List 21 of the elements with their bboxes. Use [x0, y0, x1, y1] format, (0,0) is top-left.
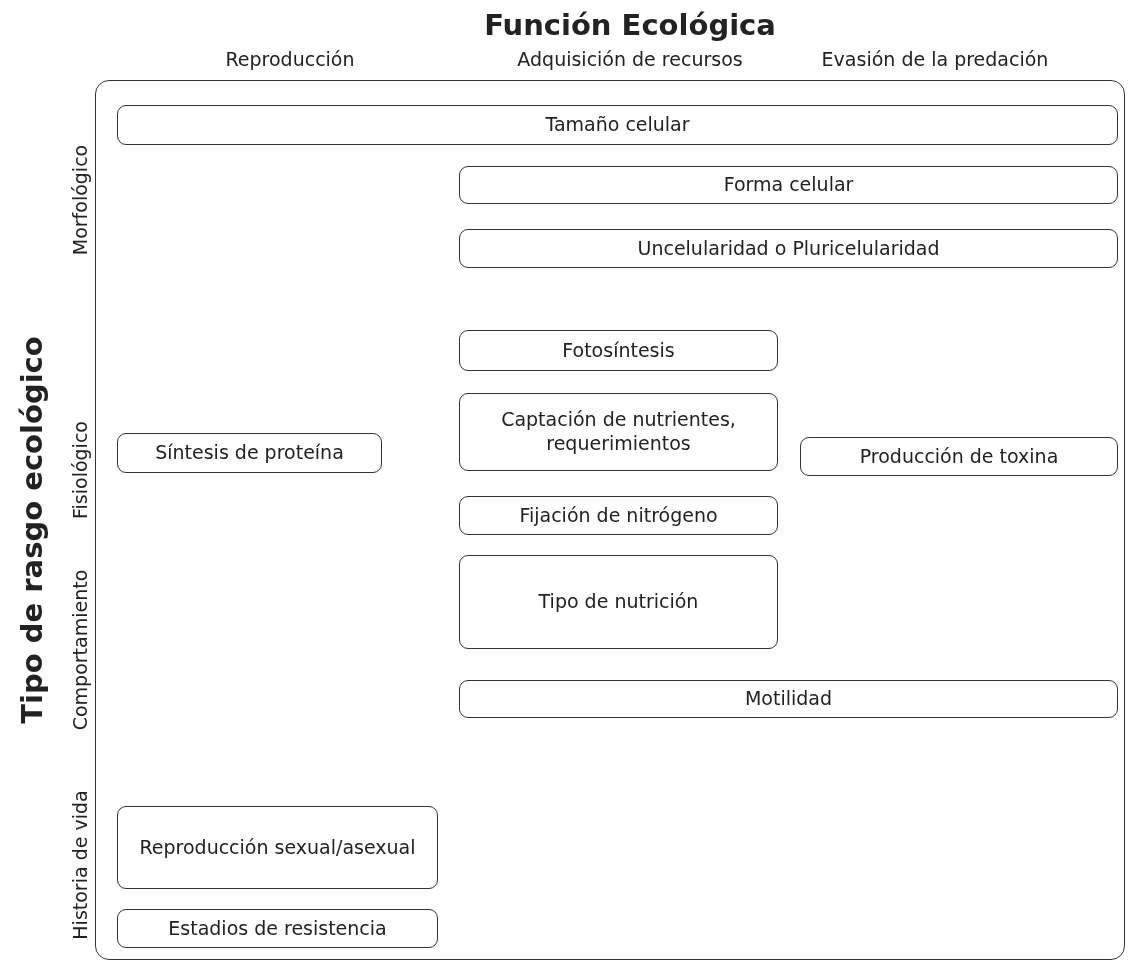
trait-box: Fijación de nitrógeno [459, 496, 778, 535]
trait-box: Reproducción sexual/asexual [117, 806, 438, 889]
trait-box: Forma celular [459, 166, 1118, 204]
row-header: Morfológico [69, 144, 91, 256]
row-header: Fisiológico [69, 421, 91, 519]
column-header: Evasión de la predación [821, 48, 1049, 70]
trait-box: Motilidad [459, 680, 1118, 718]
trait-box: Captación de nutrientes, requerimientos [459, 393, 778, 471]
axis-title: Función Ecológica [484, 8, 776, 42]
column-header: Adquisición de recursos [517, 48, 743, 70]
row-header: Comportamiento [69, 569, 91, 731]
trait-box: Síntesis de proteína [117, 433, 382, 473]
column-header: Reproducción [225, 48, 355, 70]
trait-box: Uncelularidad o Pluricelularidad [459, 229, 1118, 268]
trait-box: Tipo de nutrición [459, 555, 778, 649]
trait-box: Fotosíntesis [459, 330, 778, 371]
trait-box: Estadios de resistencia [117, 909, 438, 948]
row-header: Historia de vida [69, 790, 91, 940]
trait-box: Producción de toxina [800, 437, 1118, 476]
trait-box: Tamaño celular [117, 105, 1118, 145]
axis-title: Tipo de rasgo ecológico [15, 336, 49, 724]
